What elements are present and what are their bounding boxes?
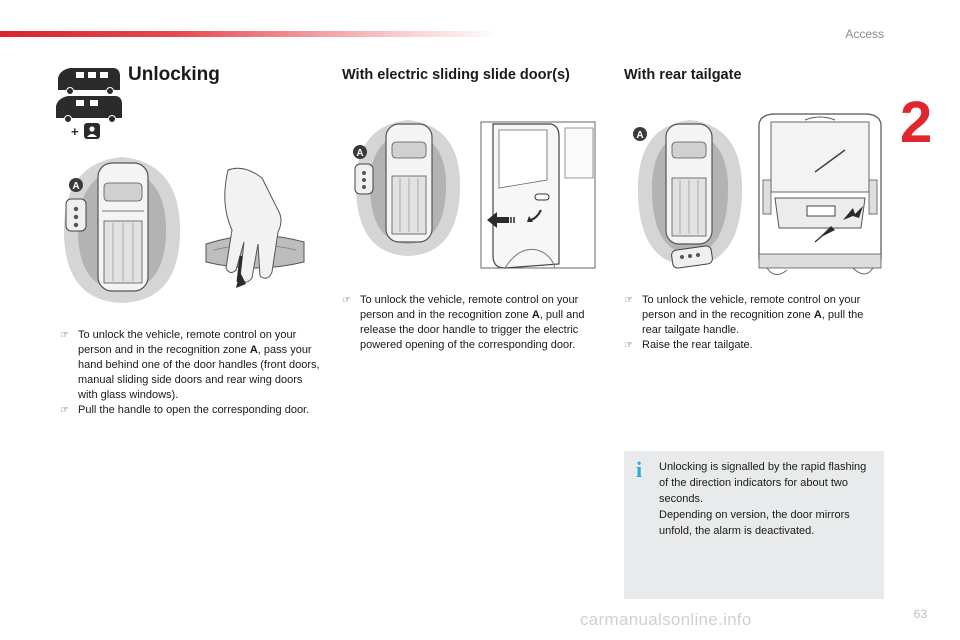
recognition-zone-illustration: A xyxy=(353,120,461,256)
hand-handle-illustration xyxy=(205,167,305,288)
info-line: Unlocking is signalled by the rapid flas… xyxy=(659,461,867,505)
unlocking-steps: To unlock the vehicle, remote control on… xyxy=(60,328,320,418)
tailgate-steps: To unlock the vehicle, remote control on… xyxy=(624,293,884,353)
sliding-door-illustration xyxy=(480,121,596,269)
chapter-number: 2 xyxy=(900,90,933,155)
step-item: To unlock the vehicle, remote control on… xyxy=(60,328,320,403)
info-icon: i xyxy=(636,457,643,482)
step-item: Raise the rear tailgate. xyxy=(624,338,884,353)
header-accent-bar xyxy=(0,31,500,37)
step-item: To unlock the vehicle, remote control on… xyxy=(624,293,884,338)
info-line: Depending on version, the door mirrors u… xyxy=(659,509,850,537)
section-title-unlocking: Unlocking xyxy=(128,64,220,85)
zone-label-a: A xyxy=(356,148,363,159)
svg-text:+: + xyxy=(71,124,79,139)
page-number: 63 xyxy=(913,607,927,621)
section-title-tailgate: With rear tailgate xyxy=(624,67,742,83)
section-title-sliding-door: With electric sliding slide door(s) xyxy=(342,67,570,83)
step-item: Pull the handle to open the correspondin… xyxy=(60,403,320,418)
sliding-door-steps: To unlock the vehicle, remote control on… xyxy=(342,293,604,353)
recognition-zone-illustration: A xyxy=(63,157,181,303)
van-models-icon: + xyxy=(56,68,122,139)
step-item: To unlock the vehicle, remote control on… xyxy=(342,293,604,353)
watermark: carmanualsonline.info xyxy=(580,610,752,629)
info-text: Unlocking is signalled by the rapid flas… xyxy=(659,459,877,539)
zone-label-a: A xyxy=(72,181,79,192)
info-box: i Unlocking is signalled by the rapid fl… xyxy=(624,451,884,599)
zone-label-a: A xyxy=(636,130,643,141)
chapter-label: Access xyxy=(845,27,884,41)
recognition-zone-illustration: A xyxy=(633,120,743,269)
rear-tailgate-illustration xyxy=(758,113,882,275)
